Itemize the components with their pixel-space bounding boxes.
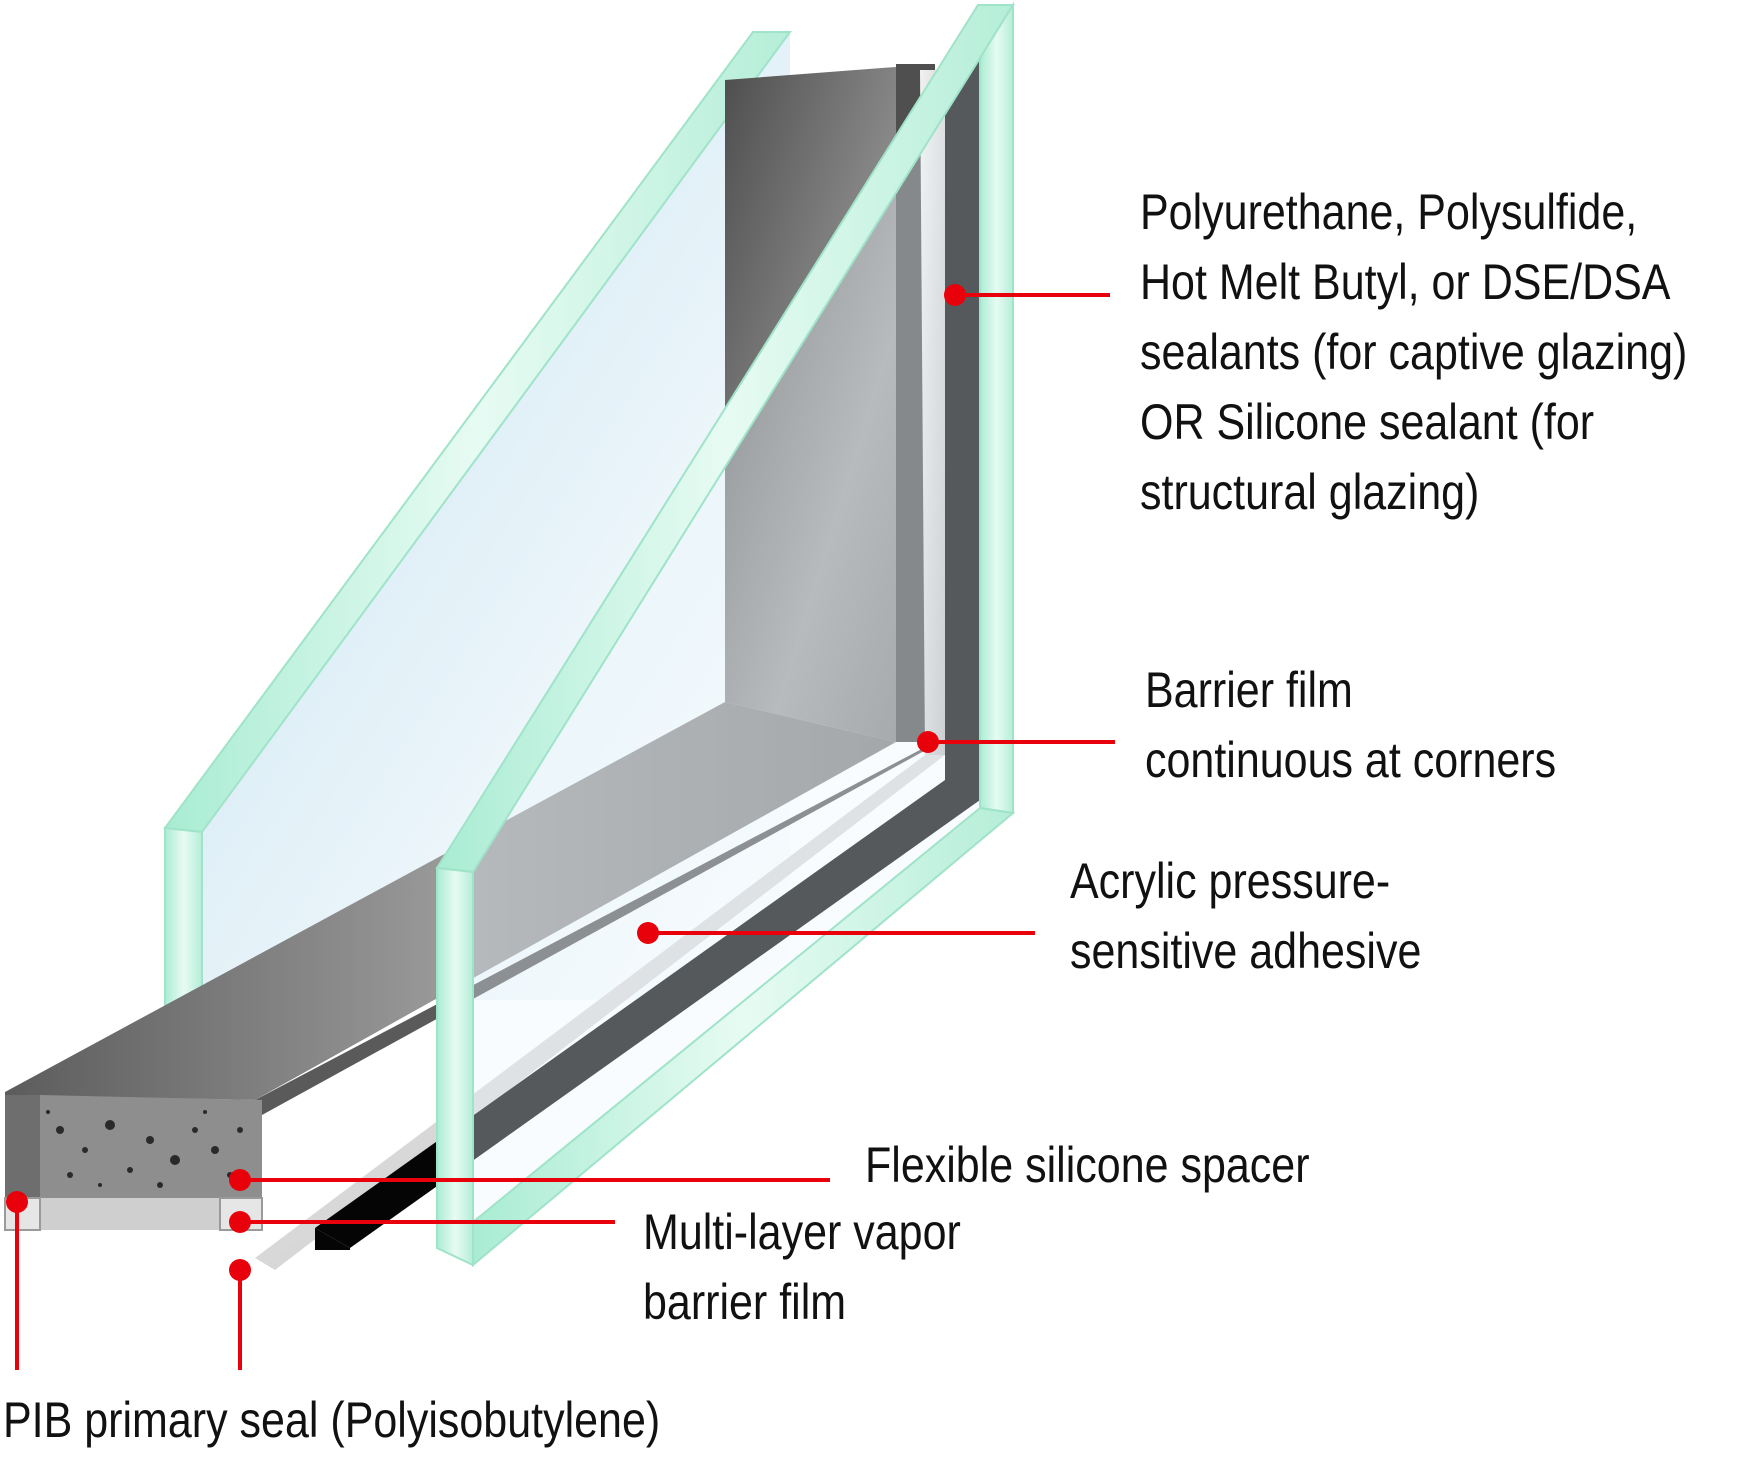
label-line: sealants (for captive glazing) xyxy=(1140,324,1688,380)
label-adhesive: Acrylic pressure- sensitive adhesive xyxy=(1070,846,1421,986)
callout-pib-seal xyxy=(6,1191,251,1370)
callout-barrier-film xyxy=(917,731,1115,753)
label-line: OR Silicone sealant (for xyxy=(1140,394,1595,450)
label-vapor-barrier: Multi-layer vapor barrier film xyxy=(643,1197,961,1337)
label-line: barrier film xyxy=(643,1274,847,1330)
label-line: Polyurethane, Polysulfide, xyxy=(1140,184,1638,240)
label-line: Flexible silicone spacer xyxy=(865,1137,1310,1193)
label-line: Hot Melt Butyl, or DSE/DSA xyxy=(1140,254,1671,310)
label-line: Barrier film xyxy=(1145,662,1353,718)
label-spacer: Flexible silicone spacer xyxy=(865,1130,1310,1200)
label-line: Multi-layer vapor xyxy=(643,1204,961,1260)
label-secondary-sealant: Polyurethane, Polysulfide, Hot Melt Buty… xyxy=(1140,177,1687,527)
front-glass-pane xyxy=(435,1,1016,1268)
label-line: structural glazing) xyxy=(1140,464,1480,520)
label-line: Acrylic pressure- xyxy=(1070,853,1391,909)
callout-secondary-sealant xyxy=(944,284,1110,306)
label-pib-seal: PIB primary seal (Polyisobutylene) xyxy=(3,1385,660,1455)
callout-spacer xyxy=(229,1169,830,1191)
callout-adhesive xyxy=(637,922,1035,944)
label-line: sensitive adhesive xyxy=(1070,923,1422,979)
secondary-sealant xyxy=(315,58,980,1250)
label-line: continuous at corners xyxy=(1145,732,1557,788)
label-line: PIB primary seal (Polyisobutylene) xyxy=(3,1392,661,1448)
callout-vapor-barrier xyxy=(229,1211,615,1233)
label-barrier-film: Barrier film continuous at corners xyxy=(1145,655,1556,795)
